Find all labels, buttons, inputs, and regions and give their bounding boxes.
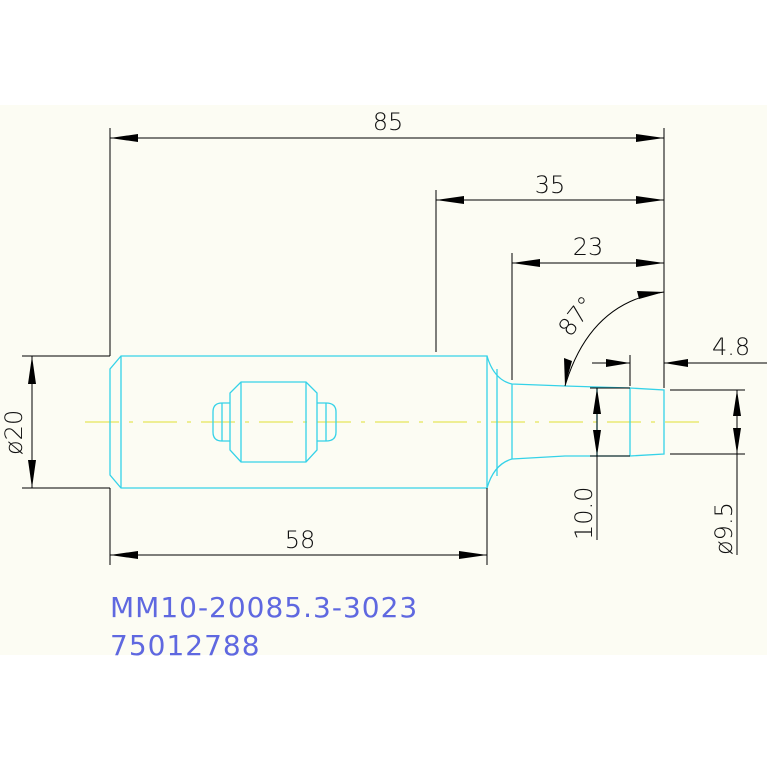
dim-dia-20-label: ø20 <box>0 410 28 455</box>
dim-87-label: 87° <box>553 291 601 342</box>
neck-transition <box>486 355 665 489</box>
dim-4-8-label: 4.8 <box>712 333 750 361</box>
dim-85-label: 85 <box>373 108 404 136</box>
dim-4-8: 4.8 <box>592 333 767 386</box>
slot-feature <box>212 381 337 463</box>
dim-10-0-label: 10.0 <box>570 487 598 540</box>
dim-87-angle: 87° <box>553 291 665 387</box>
dim-dia-9-5-label: ø9.5 <box>710 502 738 555</box>
dim-23: 23 <box>511 233 664 380</box>
item-number: 75012788 <box>110 629 261 662</box>
dim-85: 85 <box>109 108 665 388</box>
dim-dia-20: ø20 <box>0 355 110 489</box>
dim-58-label: 58 <box>285 526 316 554</box>
dim-23-label: 23 <box>573 233 604 261</box>
dim-58: 58 <box>109 488 488 565</box>
part-number: MM10-20085.3-3023 <box>110 591 419 624</box>
dim-dia-9-5: ø9.5 <box>670 389 745 555</box>
dim-10-0: 10.0 <box>570 387 630 540</box>
dim-35-label: 35 <box>535 171 566 199</box>
dim-35: 35 <box>435 171 664 352</box>
